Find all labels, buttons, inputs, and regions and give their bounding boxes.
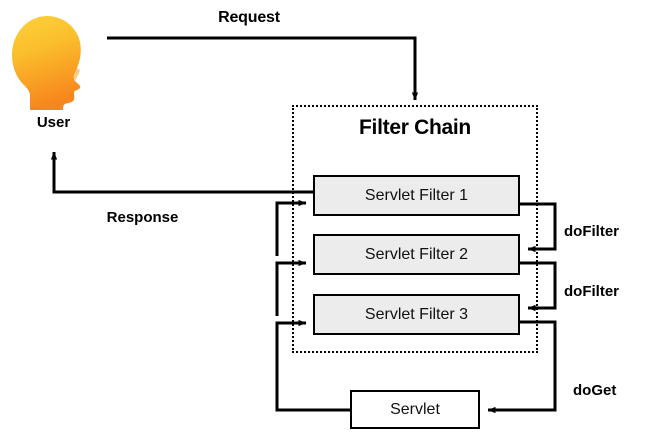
dofilter-label-2: doFilter [564,283,619,300]
filter-chain-container [292,105,538,353]
response-label: Response [106,209,179,226]
return-connector-filter2-to-filter1 [275,199,307,256]
servlet-filter-box-2: Servlet Filter 2 [313,234,520,275]
request-label: Request [218,9,280,26]
user-label: User [36,114,71,131]
servlet-filter-label-1: Servlet Filter 1 [364,186,469,204]
request-connector [107,36,419,101]
doget-label: doGet [573,382,617,399]
servlet-label: Servlet [390,400,440,418]
response-connector [50,151,313,194]
filter-chain-title: Filter Chain [359,116,471,139]
return-connector-servlet-to-filter3 [275,319,350,412]
servlet-filter-box-1: Servlet Filter 1 [313,175,520,216]
servlet-filter-label-3: Servlet Filter 3 [364,305,469,323]
dofilter-label-1: doFilter [564,223,619,240]
user-head-icon [12,16,81,110]
servlet-filter-label-2: Servlet Filter 2 [364,245,469,263]
servlet-box: Servlet [350,390,480,429]
servlet-filter-box-3: Servlet Filter 3 [313,294,520,335]
return-connector-filter3-to-filter2 [275,259,307,316]
